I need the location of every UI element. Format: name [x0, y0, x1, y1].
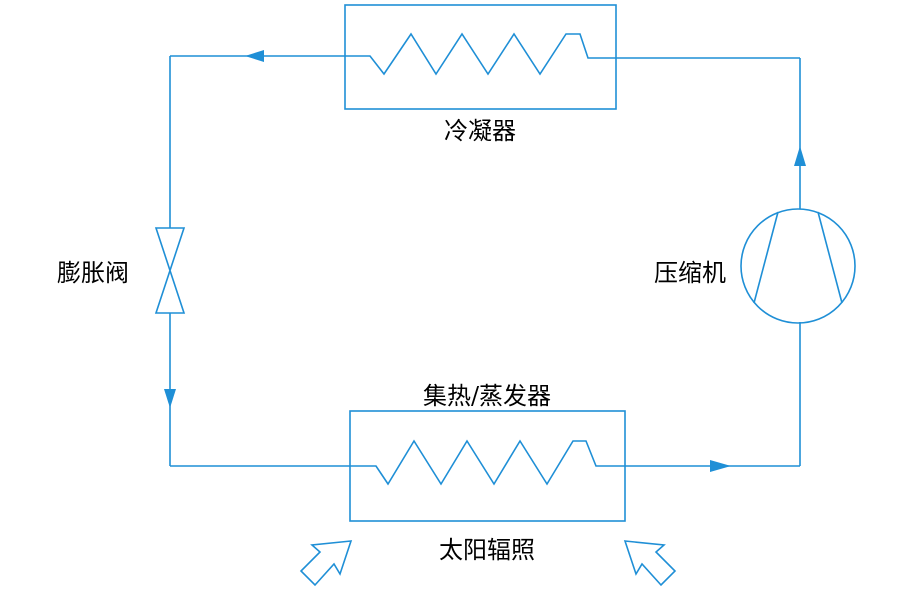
flow-arrow-top-icon [245, 50, 264, 62]
condenser-box [344, 4, 617, 110]
flow-arrow-left-icon [164, 389, 176, 408]
compressor-label: 压缩机 [654, 259, 726, 287]
solar-arrow-left-icon [299, 540, 353, 587]
evaporator-coil [170, 439, 800, 486]
compressor-blade-right [817, 211, 843, 304]
evaporator-box [349, 410, 626, 522]
compressor-circle [740, 208, 856, 324]
compressor-blade-left [753, 211, 779, 304]
collector-evaporator-label: 集热/蒸发器 [423, 382, 551, 410]
solar-arrow-right-icon [623, 540, 677, 587]
expansion-valve-label: 膨胀阀 [57, 259, 129, 287]
expansion-valve-icon [154, 227, 186, 314]
solar-radiation-label: 太阳辐照 [439, 536, 535, 564]
flow-arrow-bottom-icon [710, 460, 731, 472]
condenser-coil [170, 32, 800, 76]
flow-arrow-right-icon [794, 146, 806, 166]
condenser-label: 冷凝器 [444, 117, 516, 145]
